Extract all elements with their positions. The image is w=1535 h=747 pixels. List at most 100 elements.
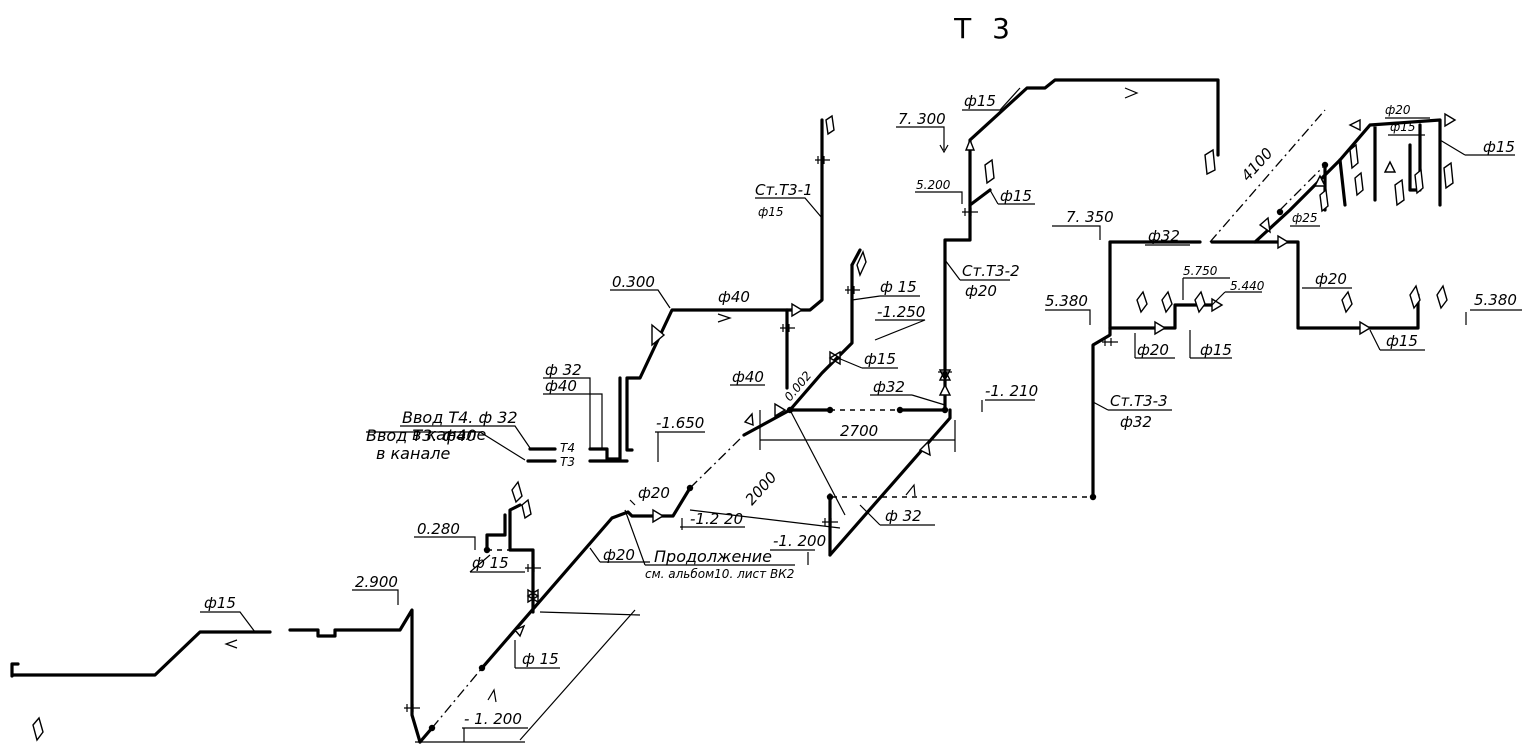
diameter-label: ф15 [204, 594, 236, 612]
elevation-label: -1. 210 [985, 382, 1038, 400]
diameter-label: ф 15 [522, 650, 559, 668]
dashdot-center [689, 434, 745, 489]
flow-triangle-icon [1348, 118, 1361, 132]
elevation-label: -1.2 20 [690, 510, 743, 528]
flow-triangle-icon [1277, 234, 1290, 250]
pipe-support-icon [962, 208, 978, 216]
riser-label: Ст.Т3-3 [1110, 392, 1168, 410]
flow-triangle-icon [652, 508, 665, 524]
leader-line [1045, 309, 1091, 325]
leader-line [400, 425, 531, 449]
flow-triangle-icon [938, 383, 952, 396]
valve-icon [526, 588, 540, 604]
leader-line [514, 640, 560, 669]
dashdot-ur [1209, 109, 1326, 243]
devices [32, 87, 1457, 742]
dim-lower-diag [415, 609, 641, 743]
diameter-label: ф15 [1483, 138, 1515, 156]
water-tap-icon [1341, 290, 1353, 314]
riser-label: Ст.Т3-2 [962, 262, 1020, 280]
leader-line [543, 377, 603, 449]
flow-triangle-icon [791, 302, 804, 318]
main-pipe-network [10, 78, 1442, 744]
water-tap-icon [1443, 161, 1454, 190]
flow-triangle-icon [1383, 160, 1397, 173]
water-tap-icon [1349, 143, 1359, 170]
elevation-label: 5.200 [916, 178, 951, 192]
diameter-label: ф20 [638, 484, 670, 502]
scheme-title: Т 3 [953, 12, 1016, 45]
pipe-support-icon [404, 704, 420, 712]
dim-2700-line [759, 410, 956, 452]
water-tap-icon [511, 480, 523, 504]
diameter-label: ф32 [1148, 227, 1180, 245]
continuation-label: Продолжение [654, 547, 772, 566]
leader-line [1369, 329, 1425, 351]
valve-icon [1258, 216, 1271, 234]
pipe-joint-dot [1276, 208, 1284, 216]
leader-line [1439, 139, 1515, 156]
water-tap-icon [1204, 148, 1216, 176]
leader-line [680, 518, 745, 530]
elevation-label: 5.750 [1183, 264, 1218, 278]
elevation-label: - 1. 200 [464, 710, 522, 728]
pipe-support-icon [1102, 338, 1118, 346]
elevation-label: 5.380 [1474, 291, 1517, 309]
flow-triangle-icon [964, 138, 976, 151]
pipe-entry-t4 [528, 376, 622, 461]
pipe-d40-header [625, 118, 824, 452]
pipe-mid-right-branch [1108, 303, 1214, 330]
leader-line [629, 499, 636, 506]
elevation-label: 5.380 [1045, 292, 1088, 310]
diameter-label: ф40 [718, 288, 750, 306]
pipe-d32-horizontal [898, 188, 992, 412]
water-tap-icon [1136, 290, 1148, 314]
elevation-label: 5.440 [1230, 279, 1265, 293]
leader-line [859, 504, 935, 526]
pipe-joint-dot [786, 406, 794, 414]
dimension-lines [415, 109, 1326, 743]
water-tap-icon [1409, 284, 1421, 310]
leader-line [1182, 277, 1230, 300]
leader-line [851, 295, 920, 301]
pipe-joint-dot [483, 546, 491, 554]
pipe-joint-dot [896, 406, 904, 414]
elevation-label: 0.280 [417, 520, 460, 538]
elevation-label: 2.900 [355, 573, 398, 591]
dashdot-lower [431, 667, 483, 729]
diameter-label: ф15 [758, 205, 784, 219]
leader-line [655, 431, 705, 462]
elevation-label: -1.250 [877, 303, 925, 321]
entry-label: в канале [376, 444, 450, 463]
flow-arrow-icon [905, 483, 916, 497]
water-tap-icon [984, 158, 995, 185]
diameter-label: ф15 [864, 350, 896, 368]
water-tap-icon [1354, 171, 1364, 197]
diameter-label: ф20 [1385, 103, 1411, 117]
leader-line [1092, 401, 1172, 411]
riser-label: Ст.Т3-1 [755, 181, 813, 199]
valve-icon [828, 350, 842, 366]
leader-line [610, 289, 671, 309]
pipe-support-icon [845, 286, 860, 294]
leader-line [989, 189, 1035, 205]
continuation-note: см. альбом10. лист ВК2 [645, 567, 794, 581]
flow-triangle-icon [513, 624, 526, 638]
pipe-ur-risers [1323, 123, 1422, 212]
pipe-joint-dot [478, 664, 486, 672]
water-tap-icon [521, 498, 532, 520]
diameter-label: ф15 [1386, 332, 1418, 350]
leader-line [874, 319, 926, 341]
leader-line [589, 547, 650, 563]
elevation-label: 7. 350 [1066, 208, 1114, 226]
diameter-label: ф 32 [545, 361, 582, 379]
leader-line [1465, 309, 1522, 325]
water-tap-icon [32, 716, 44, 742]
pipe-tag: Т3 [560, 455, 575, 469]
leader-line [1052, 225, 1101, 240]
water-tap-icon [1436, 284, 1448, 310]
leader-line [1211, 291, 1262, 306]
leader-line [981, 399, 1035, 412]
entry-label: в канале [412, 425, 486, 444]
pipe-joint-dot [1089, 493, 1097, 501]
